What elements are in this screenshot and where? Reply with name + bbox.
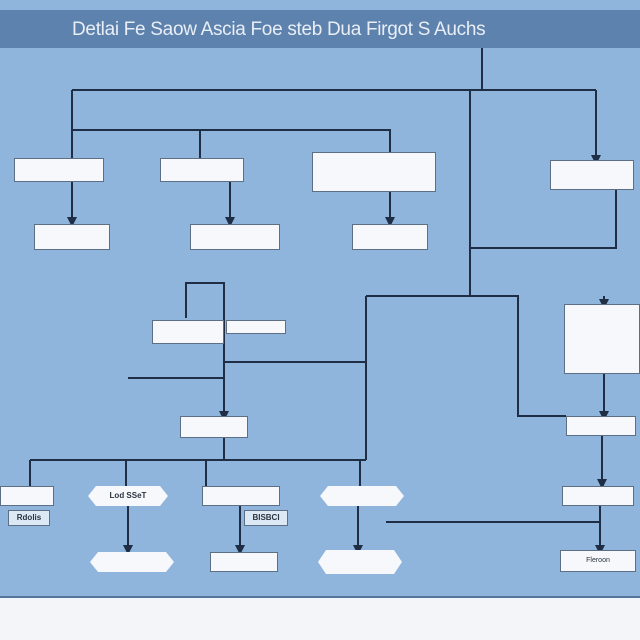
node-row4-a[interactable]	[0, 486, 54, 506]
footer-band	[0, 596, 640, 640]
node-label: Lod SSeT	[109, 491, 147, 500]
node-level1-a[interactable]	[14, 158, 104, 182]
node-row4-b[interactable]: Lod SSeT	[88, 486, 168, 506]
connector-second-bus	[72, 129, 391, 152]
node-row5-d[interactable]: Fleroon	[560, 550, 636, 572]
node-mid-center[interactable]	[180, 416, 248, 438]
note-row4-c: BISBCI	[244, 510, 288, 526]
node-right-block[interactable]	[564, 304, 640, 374]
node-level1-d[interactable]	[550, 160, 634, 190]
note-label: BISBCI	[252, 513, 280, 522]
connector-center-bus	[366, 295, 566, 417]
node-row4-d[interactable]	[320, 486, 404, 506]
node-mid-left[interactable]	[152, 320, 224, 344]
node-row5-a[interactable]	[90, 552, 174, 572]
note-row4-a: Rdolis	[8, 510, 50, 526]
node-level2-a[interactable]	[34, 224, 110, 250]
node-label: Fleroon	[586, 557, 610, 564]
note-label: Rdolis	[16, 513, 42, 522]
node-level1-b[interactable]	[160, 158, 244, 182]
node-level2-c[interactable]	[352, 224, 428, 250]
node-row4-c[interactable]	[202, 486, 280, 506]
node-row4-e[interactable]	[562, 486, 634, 506]
title-bar: Detlai Fe Saow Ascia Foe steb Dua Firgot…	[0, 10, 640, 48]
connector-right-bus	[470, 190, 617, 249]
connector-mid-left-loop	[185, 282, 229, 421]
diagram-title: Detlai Fe Saow Ascia Foe steb Dua Firgot…	[72, 19, 486, 40]
node-level2-b[interactable]	[190, 224, 280, 250]
node-mid-right[interactable]	[226, 320, 286, 334]
node-right-mid[interactable]	[566, 416, 636, 436]
node-row5-c[interactable]	[318, 550, 402, 574]
node-level1-c[interactable]	[312, 152, 436, 192]
node-row5-b[interactable]	[210, 552, 278, 572]
